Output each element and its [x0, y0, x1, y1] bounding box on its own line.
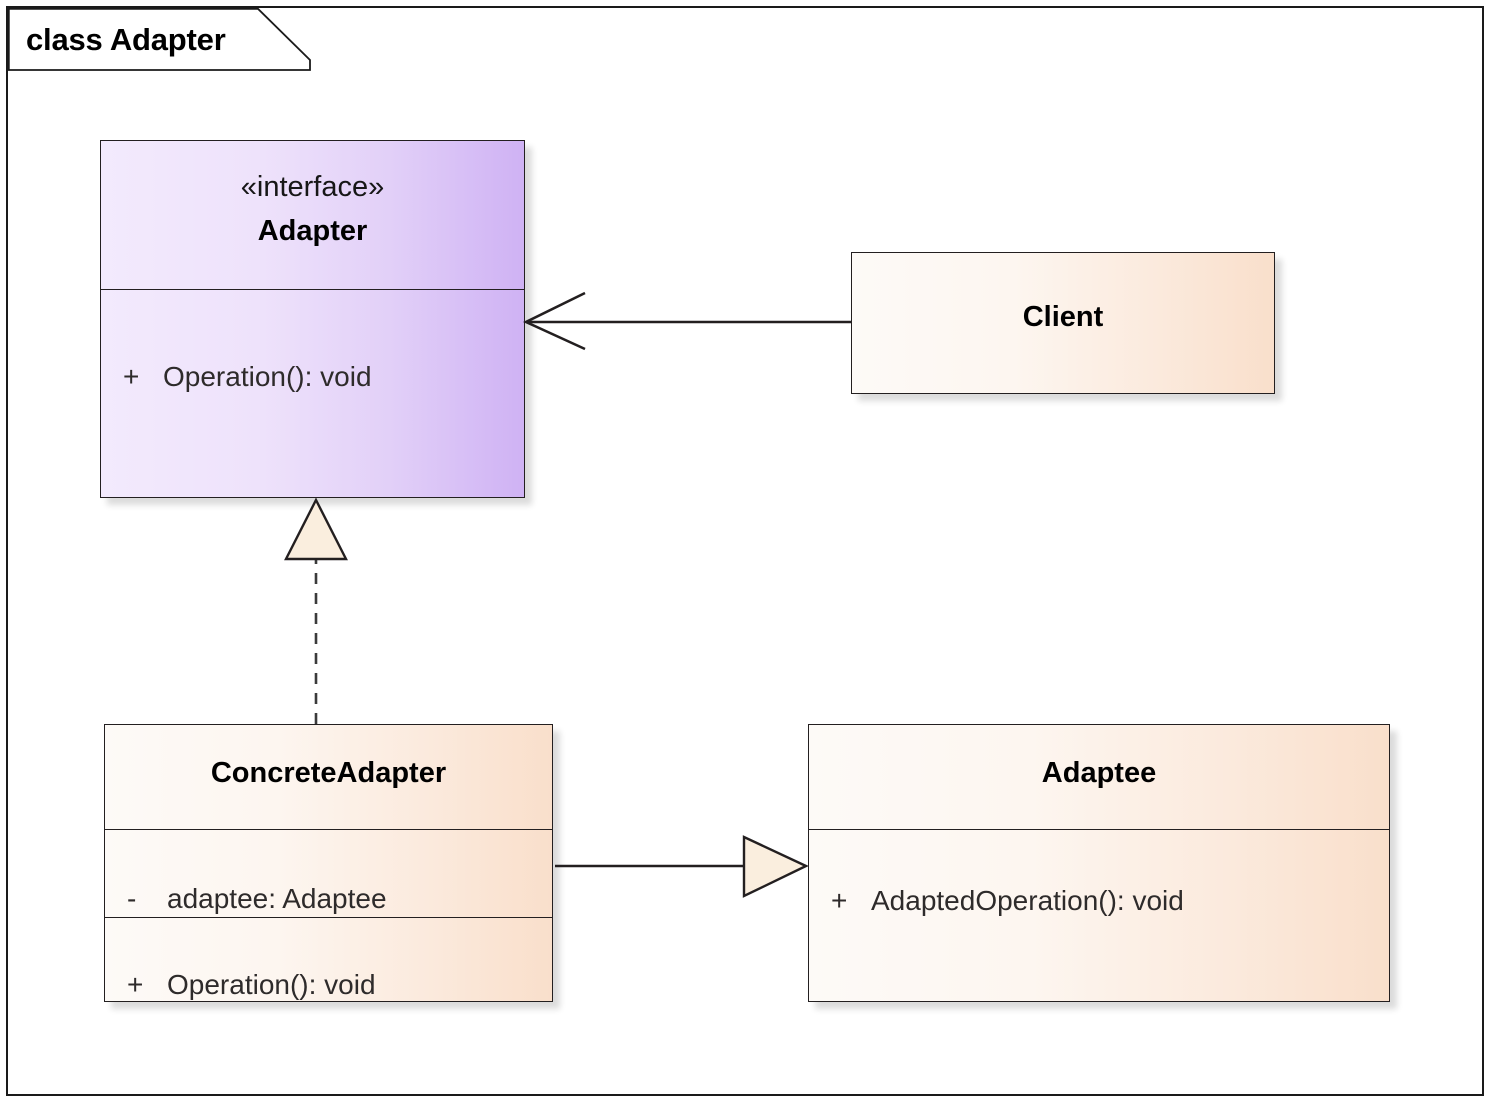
concreteadapter-attributes-compartment: - adaptee: Adaptee [105, 861, 552, 949]
adapter-member-row-0[interactable]: + Operation(): void [101, 361, 372, 393]
concreteadapter-attribute-row-0[interactable]: - adaptee: Adaptee [105, 883, 387, 915]
frame-label-shape [8, 8, 311, 71]
adaptee-member-signature-0: AdaptedOperation(): void [871, 885, 1184, 916]
adapter-title-compartment: «interface» Adapter [101, 171, 524, 319]
concreteadapter-title-compartment: ConcreteAdapter [105, 757, 552, 861]
frame-label-tab: class Adapter [8, 8, 311, 71]
concreteadapter-class-name: ConcreteAdapter [210, 757, 447, 789]
concreteadapter-operation-signature-0: Operation(): void [167, 969, 376, 1000]
class-box-adaptee[interactable]: Adaptee + AdaptedOperation(): void [808, 724, 1390, 1002]
adaptee-title-compartment: Adaptee [809, 757, 1389, 861]
class-box-adapter[interactable]: «interface» Adapter + Operation(): void [100, 140, 525, 498]
client-title-compartment: Client [852, 301, 1274, 441]
concreteadapter-divider-2 [105, 917, 552, 918]
adapter-stereotype: «interface» [240, 171, 385, 203]
class-box-concreteadapter[interactable]: ConcreteAdapter - adaptee: Adaptee + Ope… [104, 724, 553, 1002]
adapter-divider-1 [101, 289, 524, 290]
concreteadapter-operations-compartment: + Operation(): void [105, 949, 552, 1033]
adaptee-members-compartment: + AdaptedOperation(): void [809, 861, 1389, 1033]
adapter-member-signature-0: Operation(): void [163, 361, 372, 392]
concreteadapter-attribute-signature-0: adaptee: Adaptee [167, 883, 387, 914]
concreteadapter-operation-row-0[interactable]: + Operation(): void [105, 969, 376, 1001]
concreteadapter-attribute-visibility-0: - [127, 883, 137, 914]
adaptee-member-visibility-0: + [831, 885, 848, 916]
adaptee-class-name: Adaptee [1041, 757, 1157, 789]
adapter-member-visibility-0: + [123, 361, 140, 392]
adapter-members-compartment: + Operation(): void [101, 319, 524, 527]
adaptee-member-row-0[interactable]: + AdaptedOperation(): void [809, 885, 1184, 917]
client-class-name: Client [1022, 301, 1104, 333]
frame-label-text: class Adapter [26, 22, 226, 57]
concreteadapter-operation-visibility-0: + [127, 969, 144, 1000]
concreteadapter-divider-1 [105, 829, 552, 830]
adapter-class-name: Adapter [257, 215, 368, 248]
class-box-client[interactable]: Client [851, 252, 1275, 394]
adaptee-divider-1 [809, 829, 1389, 830]
